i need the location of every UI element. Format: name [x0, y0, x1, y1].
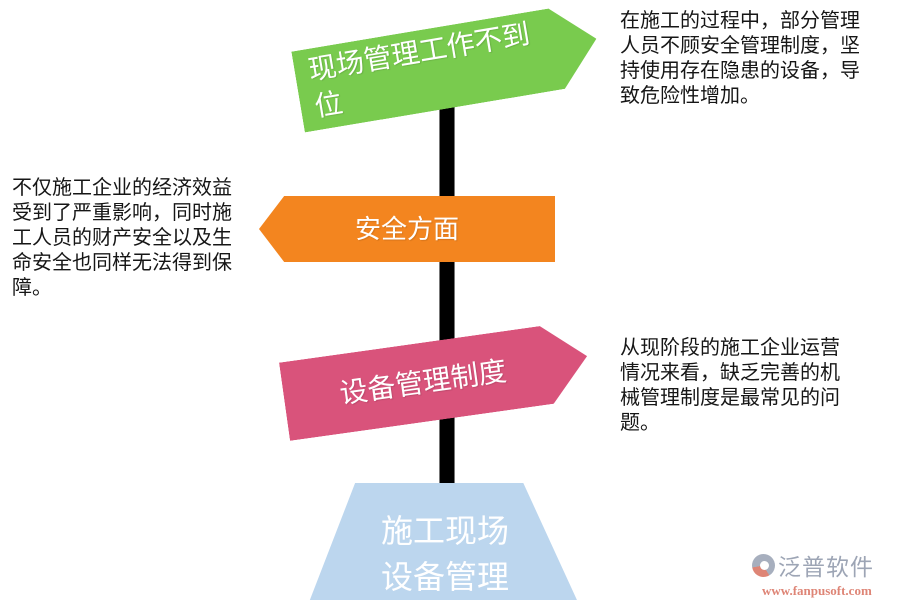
annotation-line: 题。: [620, 412, 660, 434]
annotation-line: 不仅施工企业的经济效益: [12, 177, 232, 199]
watermark-brand-name: 泛普软件: [778, 554, 874, 580]
sign-banner-middle-label: 安全方面: [354, 214, 459, 244]
annotation-right-middle: 从现阶段的施工企业运营 情况来看，缺乏完善的机 械管理制度是最常见的问 题。: [620, 336, 882, 436]
annotation-line: 持使用存在隐患的设备，导: [620, 60, 860, 82]
base-trapezoid: 施工现场 设备管理: [309, 483, 577, 600]
annotation-right-top: 在施工的过程中，部分管理 人员不顾安全管理制度，坚 持使用存在隐患的设备，导 致…: [620, 9, 888, 109]
annotation-line: 工人员的财产安全以及生: [12, 227, 232, 249]
fanpu-logo-icon: [752, 553, 775, 577]
annotation-line: 障。: [12, 277, 52, 299]
sign-banner-middle: 安全方面: [259, 196, 555, 262]
annotation-line: 受到了严重影响，同时施: [12, 202, 232, 224]
annotation-line: 在施工的过程中，部分管理: [620, 10, 860, 32]
watermark-logo: 泛普软件 www.fanpusoft.com: [752, 548, 892, 599]
base-trapezoid-line1: 施工现场: [380, 513, 509, 549]
sign-banner-top-label: 现场管理工作不到位: [306, 18, 533, 123]
annotation-line: 从现阶段的施工企业运营: [620, 337, 840, 359]
sign-banner-bottom: 设备管理制度: [279, 320, 593, 441]
sign-banner-bottom-label: 设备管理制度: [337, 355, 509, 410]
annotation-line: 械管理制度是最常见的问: [620, 387, 840, 409]
base-trapezoid-line2: 设备管理: [380, 559, 509, 595]
annotation-line: 命安全也同样无法得到保: [12, 252, 232, 274]
annotation-line: 情况来看，缺乏完善的机: [620, 362, 840, 384]
watermark-url: www.fanpusoft.com: [762, 583, 872, 598]
annotation-left: 不仅施工企业的经济效益 受到了严重影响，同时施 工人员的财产安全以及生 命安全也…: [12, 176, 264, 301]
annotation-line: 人员不顾安全管理制度，坚: [620, 35, 860, 57]
annotation-line: 致危险性增加。: [620, 85, 760, 107]
